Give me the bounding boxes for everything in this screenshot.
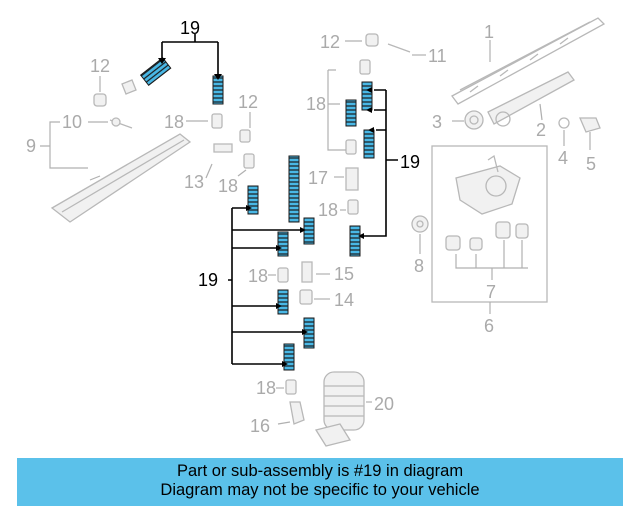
callout-12-mid: 12: [238, 92, 258, 112]
callout-9: 9: [26, 136, 36, 156]
callout-13: 13: [184, 172, 204, 192]
hose-19-left-d[interactable]: [277, 289, 289, 315]
hose-19-upper-b[interactable]: [345, 99, 357, 127]
wiper-blade-part: [451, 17, 606, 105]
hose-part-19-group: [139, 57, 375, 371]
info-banner: Part or sub-assembly is #19 in diagram D…: [17, 458, 623, 506]
callout-19-leaders: [158, 34, 398, 367]
nut-part-3: [452, 110, 484, 130]
callout-18-d: 18: [318, 200, 338, 220]
hose-19-top-vertical[interactable]: [212, 75, 224, 105]
washer-pump-part-20: [277, 371, 372, 447]
callout-2: 2: [536, 120, 546, 140]
callout-7: 7: [486, 282, 496, 302]
callout-5: 5: [586, 154, 596, 174]
tee-connector-part-13: [205, 112, 251, 179]
connectors-part-14-15-17: [299, 167, 359, 305]
callout-18-c: 18: [306, 94, 326, 114]
washer-part-4: [558, 117, 570, 146]
callout-19-left: 19: [198, 270, 218, 290]
fittings-part-18: [186, 59, 371, 395]
callout-4: 4: [558, 148, 568, 168]
callout-3: 3: [432, 112, 442, 132]
callout-12-left: 12: [90, 56, 110, 76]
hose-19-left-c[interactable]: [277, 231, 289, 257]
callout-14: 14: [334, 290, 354, 310]
hose-19-left-b[interactable]: [303, 217, 315, 245]
hose-19-long[interactable]: [288, 155, 300, 223]
callout-6: 6: [484, 316, 494, 336]
callout-18-a: 18: [164, 112, 184, 132]
callout-20: 20: [374, 394, 394, 414]
callout-18-e: 18: [248, 266, 268, 286]
grommet-part-8: [411, 215, 429, 254]
banner-line-2: Diagram may not be specific to your vehi…: [160, 481, 480, 499]
hose-19-upper-c[interactable]: [363, 129, 375, 159]
callout-8: 8: [414, 256, 424, 276]
hose-19-left-a[interactable]: [247, 185, 259, 215]
callout-11: 11: [428, 46, 447, 66]
callout-19-top: 19: [180, 18, 200, 38]
callout-18-f: 18: [256, 378, 276, 398]
elbow-part-12: [93, 76, 137, 107]
callout-18-b: 18: [218, 176, 238, 196]
banner-line-1: Part or sub-assembly is #19 in diagram: [176, 462, 464, 480]
callout-16: 16: [250, 416, 270, 436]
callout-10: 10: [62, 112, 82, 132]
callout-19-right: 19: [400, 152, 420, 172]
cap-part-5: [579, 117, 601, 150]
callout-15: 15: [334, 264, 354, 284]
wiper-motor-box: [431, 145, 548, 314]
wiper-arm-part: [487, 71, 575, 127]
callout-12-top: 12: [320, 32, 340, 52]
wiper-cover-part: [40, 117, 192, 223]
hose-19-upper-a[interactable]: [361, 81, 373, 111]
hose-19-left-f[interactable]: [283, 343, 295, 371]
hose-19-mid-right[interactable]: [349, 225, 361, 257]
callout-1: 1: [484, 22, 494, 42]
callout-17: 17: [308, 168, 328, 188]
hose-19-top-diagonal[interactable]: [139, 57, 172, 87]
nozzle-part-11-12: [345, 33, 426, 56]
